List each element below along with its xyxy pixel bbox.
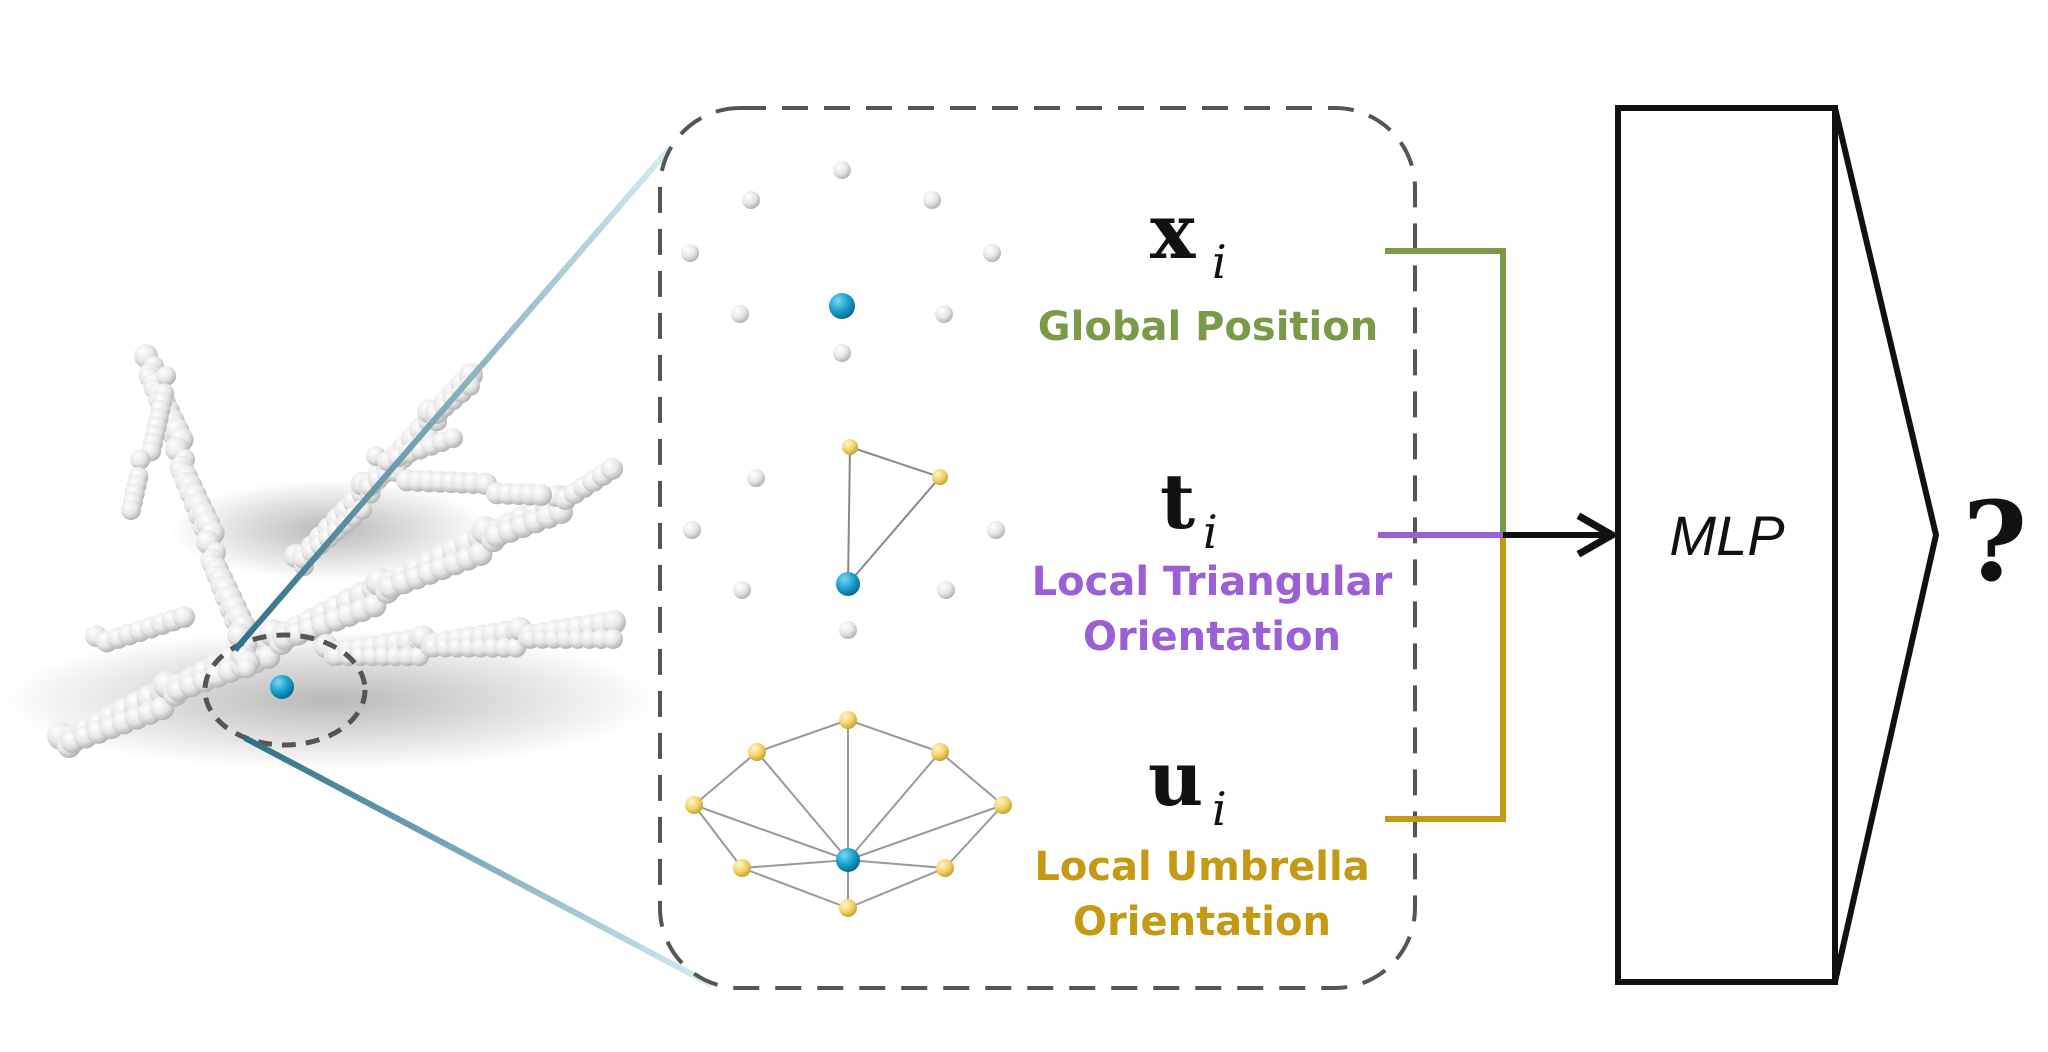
triangle-vertex: [932, 469, 948, 485]
cloud-point: [603, 629, 623, 649]
triangular-label-line1: Local Triangular: [1032, 559, 1393, 605]
triangle-edges: [846, 445, 942, 587]
feature-u: u i Local Umbrella Orientation: [1034, 734, 1369, 945]
connector-umbrella: [1385, 535, 1506, 822]
output-question-mark: ?: [1963, 477, 2027, 606]
grey-point: [747, 469, 765, 487]
umbrella-rim: [847, 719, 941, 753]
symbol-x: x: [1150, 187, 1196, 276]
grey-point: [937, 581, 955, 599]
cloud-point: [601, 458, 623, 480]
cloud-point: [602, 610, 626, 634]
zoom-line-top: [232, 146, 673, 652]
zoom-circle: [202, 632, 368, 748]
airplane-shadow: [0, 630, 660, 770]
symbol-u-subscript: i: [1212, 782, 1227, 836]
mlp-label: MLP: [1669, 504, 1784, 567]
grey-point: [983, 244, 1001, 262]
grey-point: [742, 191, 760, 209]
grey-point: [731, 305, 749, 323]
feature-t: t i Local Triangular Orientation: [1032, 457, 1393, 660]
umbrella-label-line1: Local Umbrella: [1034, 844, 1369, 890]
umbrella-rim: [693, 804, 743, 869]
neighbor-point: [733, 859, 751, 877]
airplane-point-cloud: [0, 344, 660, 770]
umbrella-rim: [693, 751, 758, 806]
cloud-point: [530, 484, 552, 506]
umbrella-rim: [741, 867, 849, 909]
cloud-point: [121, 500, 141, 520]
grey-point: [987, 521, 1005, 539]
umbrella-rim: [756, 719, 849, 753]
mlp-block: MLP: [1615, 105, 1940, 985]
triangular-panel: [683, 439, 1005, 639]
symbol-t: t: [1160, 457, 1195, 546]
center-point: [829, 293, 855, 319]
umbrella-rim: [944, 804, 1004, 869]
mlp-box: [1615, 105, 1838, 985]
cloud-point: [130, 449, 151, 470]
symbol-x-subscript: i: [1212, 235, 1227, 289]
umbrella-label-line2: Orientation: [1073, 899, 1331, 945]
grey-point: [935, 305, 953, 323]
umbrella-rim: [939, 751, 1004, 806]
feature-x: x i Global Position: [1038, 187, 1378, 350]
neighbor-point: [936, 859, 954, 877]
umbrella-spoke: [756, 751, 849, 861]
neighbor-point: [994, 796, 1012, 814]
grey-point: [839, 621, 857, 639]
triangular-label-line2: Orientation: [1083, 614, 1341, 660]
umbrella-rim: [847, 867, 946, 909]
center-point: [836, 848, 860, 872]
global-position-panel: [681, 161, 1001, 362]
global-position-label: Global Position: [1038, 304, 1378, 350]
grey-point: [833, 344, 851, 362]
grey-point: [923, 191, 941, 209]
mlp-output-wedge: [1832, 107, 1940, 983]
triangle-vertex: [842, 439, 858, 455]
cloud-point: [173, 606, 195, 628]
neighbor-point: [839, 711, 857, 729]
umbrella-spoke: [741, 859, 849, 869]
umbrella-spoke: [847, 751, 941, 861]
grey-point: [681, 244, 699, 262]
umbrella-panel: [685, 711, 1012, 917]
cloud-point: [156, 366, 176, 386]
umbrella-spoke: [693, 804, 849, 861]
airplane-body: [47, 344, 626, 758]
symbol-t-subscript: i: [1203, 505, 1218, 559]
neighbor-point: [685, 796, 703, 814]
grey-point: [733, 581, 751, 599]
symbol-u: u: [1148, 734, 1203, 823]
center-point: [836, 572, 860, 596]
grey-point: [833, 161, 851, 179]
umbrella-spoke: [847, 804, 1004, 861]
neighbor-point: [748, 743, 766, 761]
neighbor-point: [931, 743, 949, 761]
cloud-point: [237, 658, 257, 678]
zoom-line-bottom: [243, 735, 714, 988]
grey-point: [683, 521, 701, 539]
connector-global: [1385, 248, 1506, 535]
highlighted-point: [270, 675, 294, 699]
neighbor-point: [839, 899, 857, 917]
cloud-point: [443, 428, 463, 448]
connectors: [1378, 248, 1620, 822]
umbrella-spoke: [847, 859, 946, 869]
zoom-box: [658, 106, 1417, 990]
